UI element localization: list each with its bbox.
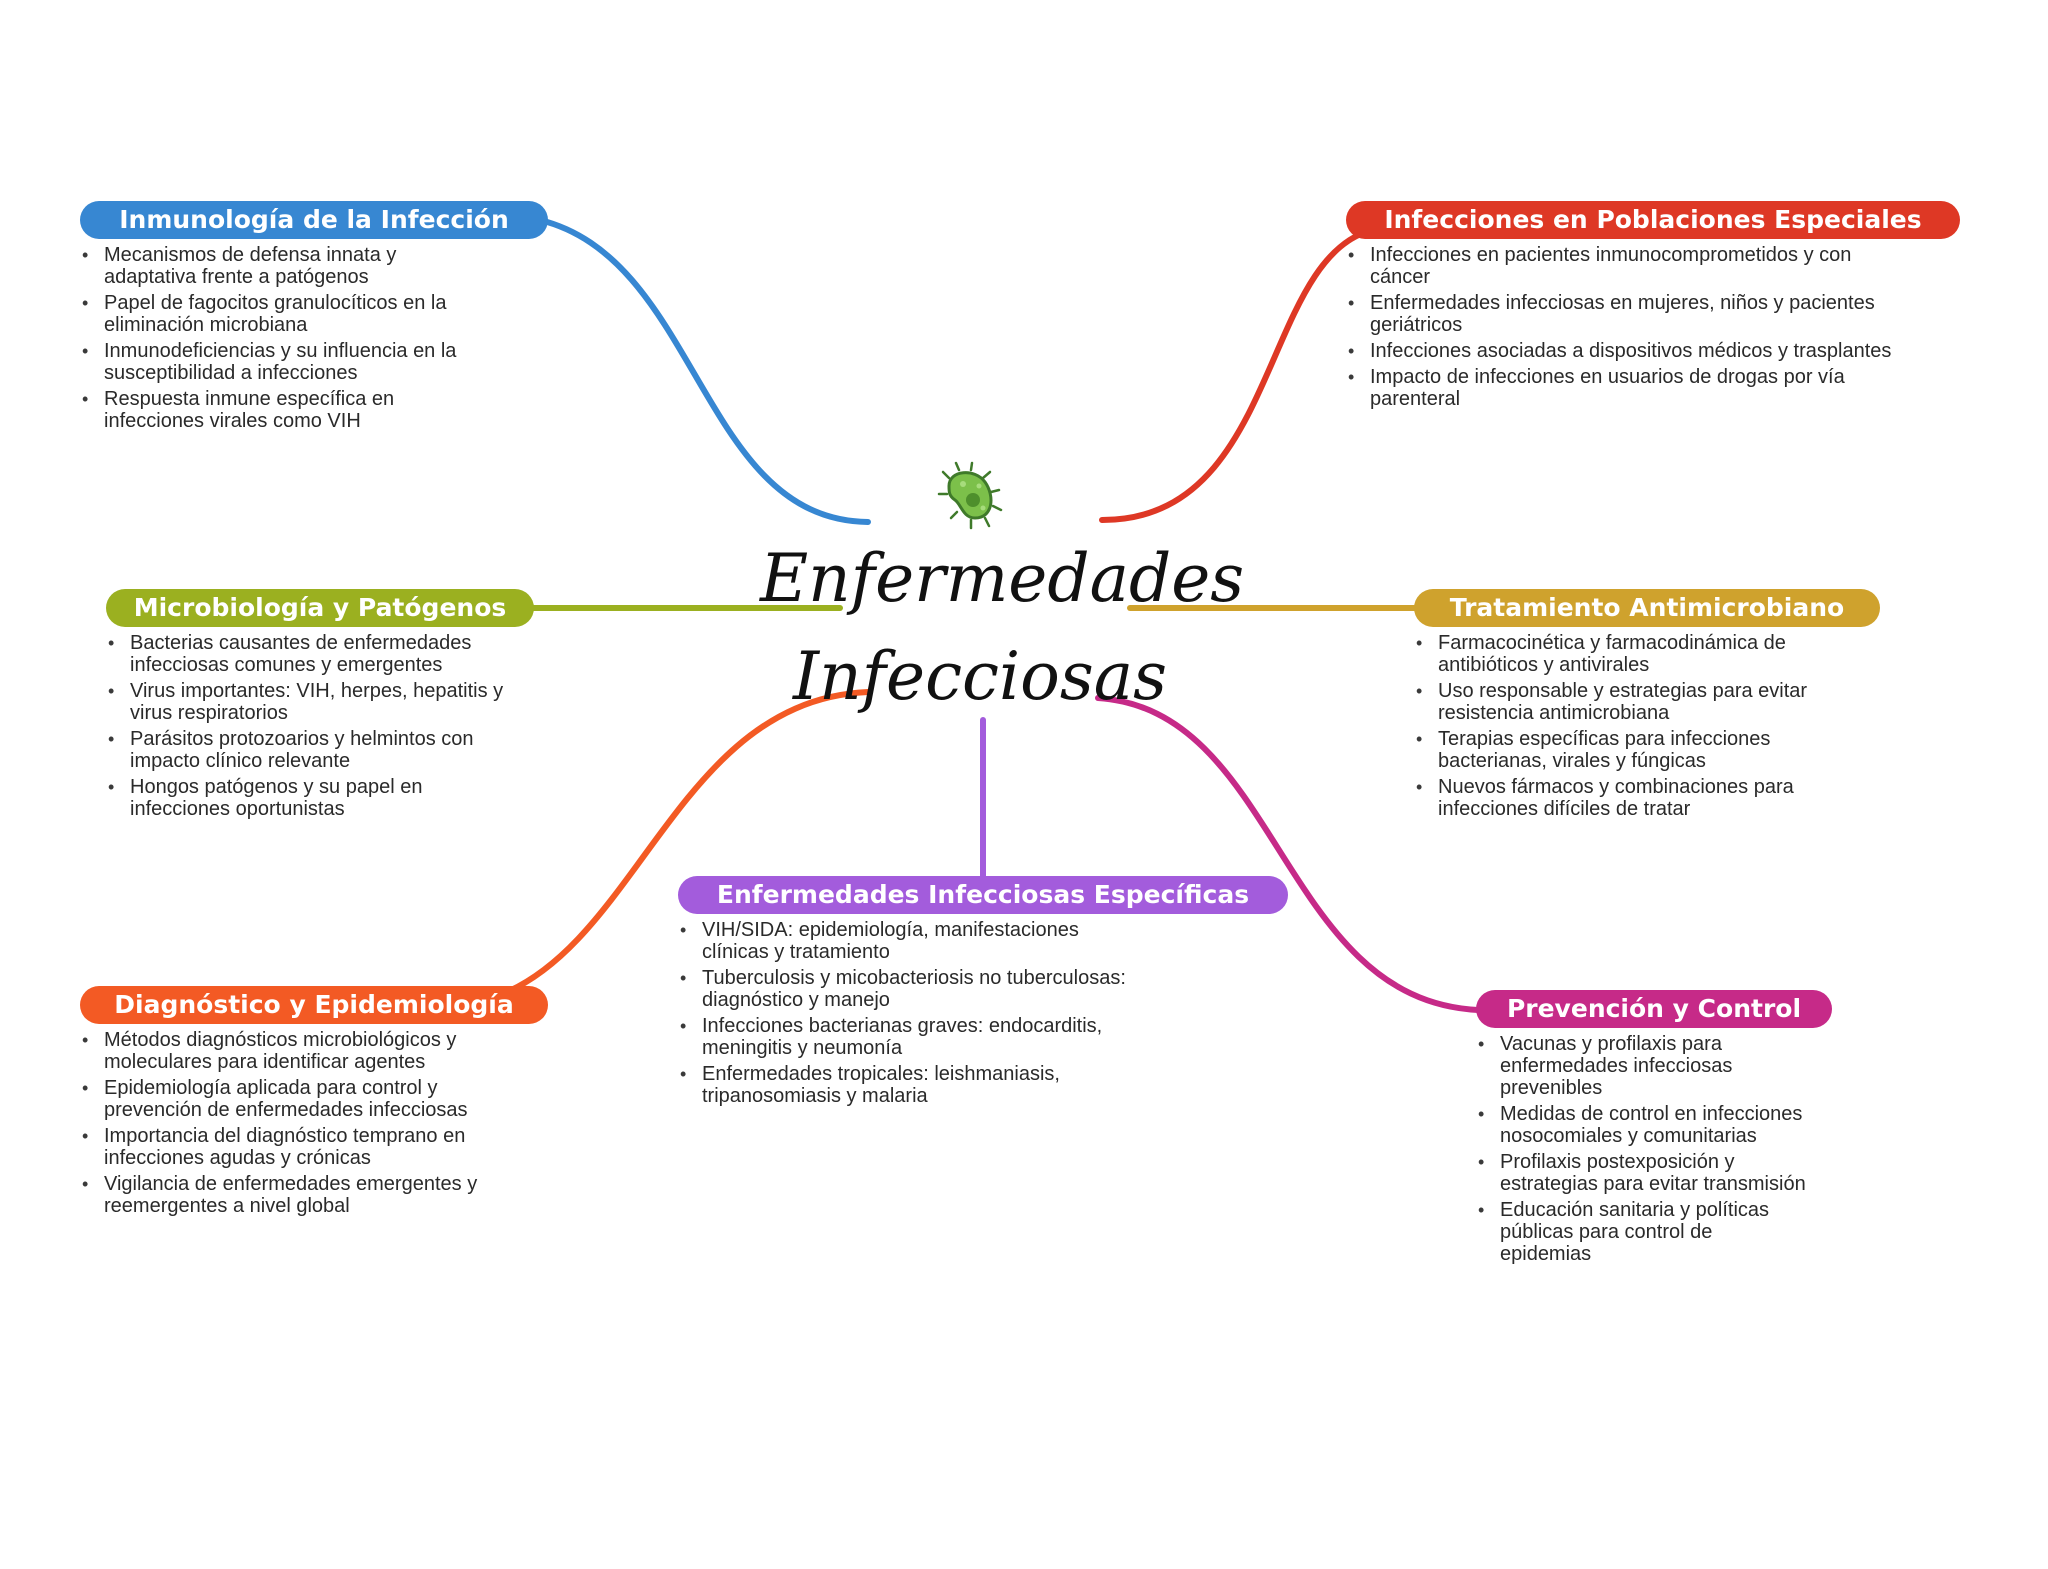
list-item: Uso responsable y estrategias para evita… [1414, 680, 1844, 724]
list-item: Bacterias causantes de enfermedades infe… [106, 632, 526, 676]
list-item: Impacto de infecciones en usuarios de dr… [1346, 366, 1896, 410]
list-item: Inmunodeficiencias y su influencia en la… [80, 340, 490, 384]
list-item: Infecciones bacterianas graves: endocard… [678, 1015, 1128, 1059]
branch-title-poblaciones: Infecciones en Poblaciones Especiales [1346, 201, 1960, 239]
list-item: Enfermedades infecciosas en mujeres, niñ… [1346, 292, 1896, 336]
list-item: Profilaxis postexposición y estrategias … [1476, 1151, 1806, 1195]
list-item: Tuberculosis y micobacteriosis no tuberc… [678, 967, 1128, 1011]
branch-title-especificas: Enfermedades Infecciosas Específicas [678, 876, 1288, 914]
list-item: Enfermedades tropicales: leishmaniasis, … [678, 1063, 1128, 1107]
list-item: Farmacocinética y farmacodinámica de ant… [1414, 632, 1844, 676]
list-item: Nuevos fármacos y combinaciones para inf… [1414, 776, 1844, 820]
list-item: Métodos diagnósticos microbiológicos y m… [80, 1029, 500, 1073]
branch-list-microbiologia: Bacterias causantes de enfermedades infe… [106, 632, 526, 824]
branch-list-diagnostico: Métodos diagnósticos microbiológicos y m… [80, 1029, 500, 1221]
list-item: Epidemiología aplicada para control y pr… [80, 1077, 500, 1121]
branch-list-especificas: VIH/SIDA: epidemiología, manifestaciones… [678, 919, 1128, 1111]
list-item: Vacunas y profilaxis para enfermedades i… [1476, 1033, 1806, 1099]
list-item: Papel de fagocitos granulocíticos en la … [80, 292, 490, 336]
list-item: Infecciones en pacientes inmunocompromet… [1346, 244, 1896, 288]
list-item: Infecciones asociadas a dispositivos méd… [1346, 340, 1896, 362]
list-item: Virus importantes: VIH, herpes, hepatiti… [106, 680, 526, 724]
branch-list-tratamiento: Farmacocinética y farmacodinámica de ant… [1414, 632, 1844, 824]
list-item: Parásitos protozoarios y helmintos con i… [106, 728, 526, 772]
list-item: Terapias específicas para infecciones ba… [1414, 728, 1844, 772]
central-title: Enfermedades Infecciosas [760, 530, 1245, 726]
connector-diagnostico [497, 689, 871, 998]
list-item: Medidas de control en infecciones nosoco… [1476, 1103, 1806, 1147]
central-title-line-2: Infecciosas [793, 638, 1167, 715]
branch-title-tratamiento: Tratamiento Antimicrobiano [1414, 589, 1880, 627]
branch-list-prevencion: Vacunas y profilaxis para enfermedades i… [1476, 1033, 1806, 1269]
list-item: VIH/SIDA: epidemiología, manifestaciones… [678, 919, 1128, 963]
branch-title-prevencion: Prevención y Control [1476, 990, 1832, 1028]
list-item: Mecanismos de defensa innata y adaptativ… [80, 244, 490, 288]
list-item: Vigilancia de enfermedades emergentes y … [80, 1173, 500, 1217]
microbe-icon [937, 461, 1003, 530]
branch-title-inmunologia: Inmunología de la Infección [80, 201, 548, 239]
central-title-line-1: Enfermedades [760, 540, 1245, 617]
connector-poblaciones [1099, 227, 1375, 523]
list-item: Educación sanitaria y políticas públicas… [1476, 1199, 1806, 1265]
branch-list-inmunologia: Mecanismos de defensa innata y adaptativ… [80, 244, 490, 436]
branch-title-microbiologia: Microbiología y Patógenos [106, 589, 534, 627]
branch-list-poblaciones: Infecciones en pacientes inmunocompromet… [1346, 244, 1896, 414]
list-item: Hongos patógenos y su papel en infeccion… [106, 776, 526, 820]
connector-prevencion [1095, 695, 1481, 1013]
connector-inmunologia [537, 217, 871, 525]
branch-title-diagnostico: Diagnóstico y Epidemiología [80, 986, 548, 1024]
list-item: Respuesta inmune específica en infeccion… [80, 388, 490, 432]
list-item: Importancia del diagnóstico temprano en … [80, 1125, 500, 1169]
